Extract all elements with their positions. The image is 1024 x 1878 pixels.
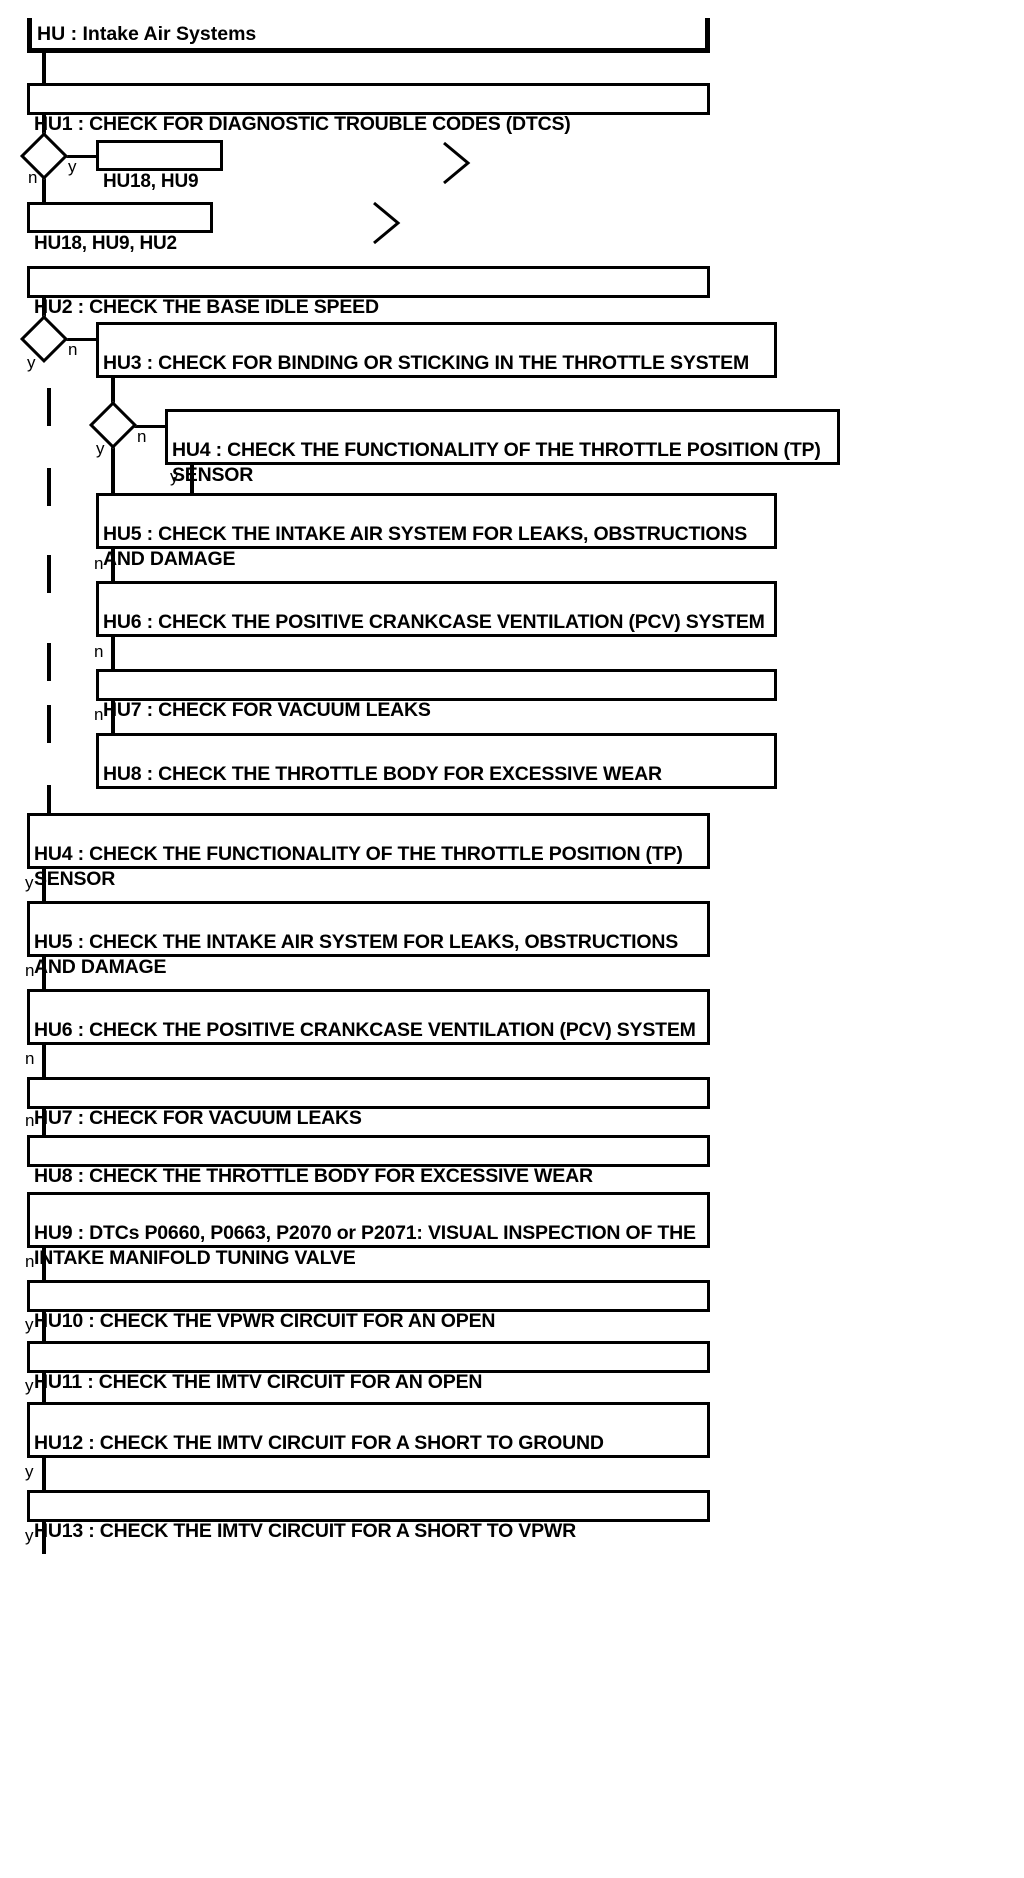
reference-box-hu18-hu9-hu2[interactable]: HU18, HU9, HU2 [27, 202, 213, 254]
step-box-hu9[interactable]: HU9 : DTCs P0660, P0663, P2070 or P2071:… [27, 1192, 710, 1269]
step-label-hu6-branch: HU6 : CHECK THE POSITIVE CRANKCASE VENTI… [103, 611, 765, 633]
step-label-hu7-branch: HU7 : CHECK FOR VACUUM LEAKS [103, 699, 431, 721]
step-box-hu11[interactable]: HU11 : CHECK THE IMTV CIRCUIT FOR AN OPE… [27, 1341, 710, 1393]
chevron-right-icon-1 [443, 141, 471, 185]
step-box-hu7-main[interactable]: HU7 : CHECK FOR VACUUM LEAKS [27, 1077, 710, 1129]
connector-hu4a-hu5a [190, 465, 194, 493]
branch-spine-segment-1 [47, 388, 51, 426]
step-box-hu4-main[interactable]: HU4 : CHECK THE FUNCTIONALITY OF THE THR… [27, 813, 710, 890]
branch-spine-segment-5 [47, 705, 51, 743]
connector-hu6a-hu7a [111, 637, 115, 669]
step-label-hu4-main: HU4 : CHECK THE FUNCTIONALITY OF THE THR… [34, 843, 683, 890]
step-box-hu5-branch[interactable]: HU5 : CHECK THE INTAKE AIR SYSTEM FOR LE… [96, 493, 777, 570]
connector-hu3-decision3 [111, 378, 115, 408]
step-box-hu4-branch[interactable]: HU4 : CHECK THE FUNCTIONALITY OF THE THR… [165, 409, 840, 486]
reference-label-2: HU18, HU9, HU2 [34, 233, 177, 254]
connector-hu11-hu12 [42, 1373, 46, 1402]
branch-flag-n-hu5b: n [25, 961, 35, 980]
chevron-right-icon-2 [373, 201, 401, 245]
step-box-hu3[interactable]: HU3 : CHECK FOR BINDING OR STICKING IN T… [96, 322, 777, 378]
connector-hu12-hu13 [42, 1458, 46, 1490]
connector-hu10-hu11 [42, 1312, 46, 1341]
branch-flag-y-2: y [27, 353, 36, 372]
branch-flag-y-3: y [96, 439, 105, 458]
step-box-hu5-main[interactable]: HU5 : CHECK THE INTAKE AIR SYSTEM FOR LE… [27, 901, 710, 978]
connector-hu5a-hu6a [111, 549, 115, 581]
step-box-hu7-branch[interactable]: HU7 : CHECK FOR VACUUM LEAKS [96, 669, 777, 721]
connector-decision2-hu3 [61, 338, 98, 341]
branch-flag-n-hu6b: n [25, 1049, 35, 1068]
step-box-hu8-branch[interactable]: HU8 : CHECK THE THROTTLE BODY FOR EXCESS… [96, 733, 777, 789]
step-label-hu10: HU10 : CHECK THE VPWR CIRCUIT FOR AN OPE… [34, 1310, 496, 1332]
connector-hu1-decision1 [42, 115, 46, 139]
branch-spine-segment-4 [47, 643, 51, 681]
step-label-hu2: HU2 : CHECK THE BASE IDLE SPEED [34, 296, 379, 318]
branch-flag-y-hu12: y [25, 1462, 34, 1481]
connector-hu13-next [42, 1522, 46, 1554]
connector-hu9-hu10 [42, 1248, 46, 1280]
connector-hu4b-hu5b [42, 869, 46, 901]
step-label-hu12: HU12 : CHECK THE IMTV CIRCUIT FOR A SHOR… [34, 1432, 604, 1454]
branch-flag-n-hu7b: n [25, 1111, 35, 1130]
step-box-hu6-branch[interactable]: HU6 : CHECK THE POSITIVE CRANKCASE VENTI… [96, 581, 777, 637]
step-label-hu13: HU13 : CHECK THE IMTV CIRCUIT FOR A SHOR… [34, 1520, 576, 1542]
connector-hu5b-hu6b [42, 957, 46, 989]
page-title-text: HU : Intake Air Systems [37, 23, 257, 45]
branch-flag-n-hu9: n [25, 1252, 35, 1271]
connector-decision3-y-spine [111, 441, 115, 493]
reference-label-1: HU18, HU9 [103, 171, 199, 192]
branch-flag-y-1: y [68, 157, 77, 176]
connector-decision1-ref2 [42, 172, 46, 204]
step-label-hu1: HU1 : CHECK FOR DIAGNOSTIC TROUBLE CODES… [34, 113, 571, 135]
step-label-hu5-main: HU5 : CHECK THE INTAKE AIR SYSTEM FOR LE… [34, 931, 679, 978]
step-label-hu5-branch: HU5 : CHECK THE INTAKE AIR SYSTEM FOR LE… [103, 523, 748, 570]
branch-flag-n-2: n [68, 340, 78, 359]
reference-box-hu18-hu9[interactable]: HU18, HU9 [96, 140, 223, 192]
step-box-hu12[interactable]: HU12 : CHECK THE IMTV CIRCUIT FOR A SHOR… [27, 1402, 710, 1458]
step-label-hu7-main: HU7 : CHECK FOR VACUUM LEAKS [34, 1107, 362, 1129]
branch-flag-y-hu4b: y [25, 873, 34, 892]
step-label-hu8-branch: HU8 : CHECK THE THROTTLE BODY FOR EXCESS… [103, 763, 662, 785]
branch-spine-segment-3 [47, 555, 51, 593]
connector-decision3-hu4a [130, 425, 167, 428]
step-label-hu11: HU11 : CHECK THE IMTV CIRCUIT FOR AN OPE… [34, 1371, 483, 1393]
branch-flag-y-hu11: y [25, 1376, 34, 1395]
step-box-hu1[interactable]: HU1 : CHECK FOR DIAGNOSTIC TROUBLE CODES… [27, 83, 710, 135]
step-label-hu3: HU3 : CHECK FOR BINDING OR STICKING IN T… [103, 352, 749, 374]
branch-spine-segment-6 [47, 785, 51, 825]
branch-flag-n-1: n [28, 168, 38, 187]
step-label-hu8-main: HU8 : CHECK THE THROTTLE BODY FOR EXCESS… [34, 1165, 593, 1187]
branch-flag-n-hu5a: n [94, 554, 104, 573]
step-box-hu6-main[interactable]: HU6 : CHECK THE POSITIVE CRANKCASE VENTI… [27, 989, 710, 1045]
connector-hu7a-hu8a [111, 701, 115, 733]
branch-flag-y-hu13: y [25, 1526, 34, 1545]
step-box-hu2[interactable]: HU2 : CHECK THE BASE IDLE SPEED [27, 266, 710, 318]
connector-hu6b-hu7b [42, 1045, 46, 1077]
branch-flag-y-hu4a: y [170, 467, 179, 486]
connector-header-hu1 [42, 53, 46, 85]
connector-hu7b-hu8b [42, 1109, 46, 1137]
connector-hu2-decision2 [42, 298, 46, 322]
branch-spine-segment-2 [47, 468, 51, 506]
branch-flag-n-3: n [137, 427, 147, 446]
step-label-hu9: HU9 : DTCs P0660, P0663, P2070 or P2071:… [34, 1222, 696, 1269]
step-box-hu8-main[interactable]: HU8 : CHECK THE THROTTLE BODY FOR EXCESS… [27, 1135, 710, 1187]
branch-flag-y-hu10: y [25, 1315, 34, 1334]
step-box-hu10[interactable]: HU10 : CHECK THE VPWR CIRCUIT FOR AN OPE… [27, 1280, 710, 1332]
branch-flag-n-hu6a: n [94, 642, 104, 661]
connector-decision1-ref1 [61, 155, 98, 158]
step-label-hu6-main: HU6 : CHECK THE POSITIVE CRANKCASE VENTI… [34, 1019, 696, 1041]
branch-flag-n-hu7a: n [94, 705, 104, 724]
step-label-hu4-branch: HU4 : CHECK THE FUNCTIONALITY OF THE THR… [172, 439, 821, 486]
step-box-hu13[interactable]: HU13 : CHECK THE IMTV CIRCUIT FOR A SHOR… [27, 1490, 710, 1542]
page-title: HU : Intake Air Systems [27, 18, 710, 53]
